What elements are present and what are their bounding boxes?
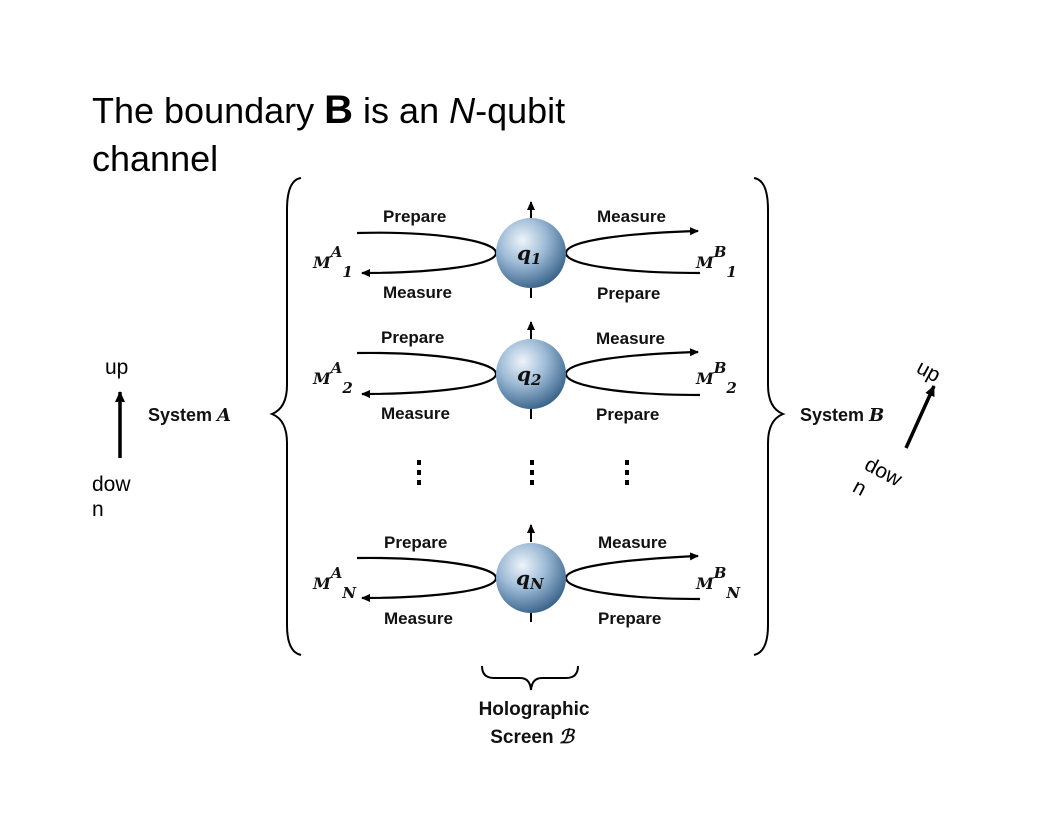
- title-part1: The boundary: [92, 90, 325, 131]
- qubit-label-n: qN: [516, 566, 545, 593]
- right-up-arrow: [904, 385, 936, 449]
- measure-right-n: Measure: [598, 533, 667, 552]
- prepare-right-2: Prepare: [596, 405, 659, 424]
- ellipsis-mid-dot-2: [530, 470, 534, 475]
- left-loop-arrow-1: [356, 231, 498, 277]
- right-loop-arrow-1: [564, 227, 701, 275]
- left-up-label: up: [105, 356, 129, 379]
- measure-right-2: Measure: [596, 329, 665, 348]
- left-curly-brace: [269, 177, 302, 656]
- right-loop-arrow-2: [564, 348, 701, 397]
- mb-label-2: MB2: [695, 359, 737, 397]
- ellipsis-right-dot-1: [625, 460, 629, 465]
- prepare-right-1: Prepare: [597, 284, 660, 303]
- title-part3: -qubit channel: [92, 90, 566, 179]
- ellipsis-mid-dot-1: [530, 460, 534, 465]
- system-b-label: System B: [800, 405, 884, 426]
- mb-label-1: MB1: [695, 243, 737, 281]
- qubit-sphere-1: [496, 218, 566, 288]
- left-loop-arrow-2: [356, 351, 498, 398]
- measure-left-n: Measure: [384, 609, 453, 628]
- left-loop-arrow-n: [356, 556, 498, 602]
- qubit-row-n: qN Prepare Measure Measure Prepare MAN M…: [312, 524, 741, 628]
- screen-label-line2: Screen ℬ: [490, 726, 576, 748]
- prepare-left-n: Prepare: [384, 533, 447, 552]
- ma-label-n: MAN: [312, 564, 357, 602]
- screen-brace: [481, 665, 579, 691]
- ellipsis-left-dot-3: [417, 480, 421, 485]
- measure-left-1: Measure: [383, 283, 452, 302]
- prepare-left-2: Prepare: [381, 328, 444, 347]
- right-loop-arrow-n: [564, 552, 701, 601]
- qubit-sphere-n: [496, 543, 566, 613]
- slide-title: The boundary B is an N-qubit channel: [92, 86, 632, 183]
- qubit-row-1: q1 Prepare Measure Measure Prepare MA1 M…: [312, 201, 737, 303]
- mb-label-n: MBN: [695, 564, 741, 602]
- qubit-row-2: q2 Prepare Measure Measure Prepare MA2 M…: [312, 321, 737, 424]
- ellipsis-left-dot-2: [417, 470, 421, 475]
- right-curly-brace: [753, 177, 786, 656]
- ma-label-1: MA1: [312, 243, 353, 281]
- qubit-sphere-2: [496, 339, 566, 409]
- measure-right-1: Measure: [597, 207, 666, 226]
- prepare-right-n: Prepare: [598, 609, 661, 628]
- ma-label-2: MA2: [312, 359, 353, 397]
- system-a-label: System A: [148, 405, 231, 426]
- title-part2: is an: [353, 90, 450, 131]
- screen-label-line1: Holographic: [479, 699, 590, 720]
- ellipsis-dots: [417, 460, 629, 485]
- ellipsis-left-dot-1: [417, 460, 421, 465]
- ellipsis-right-dot-3: [625, 480, 629, 485]
- title-italic-n: N: [449, 90, 476, 131]
- title-bold-b: B: [324, 88, 354, 132]
- qubit-label-2: q2: [517, 362, 541, 389]
- prepare-left-1: Prepare: [383, 207, 446, 226]
- measure-left-2: Measure: [381, 404, 450, 423]
- qubit-label-1: q1: [517, 241, 541, 268]
- ellipsis-right-dot-2: [625, 470, 629, 475]
- left-down-label: down: [92, 473, 131, 521]
- ellipsis-mid-dot-3: [530, 480, 534, 485]
